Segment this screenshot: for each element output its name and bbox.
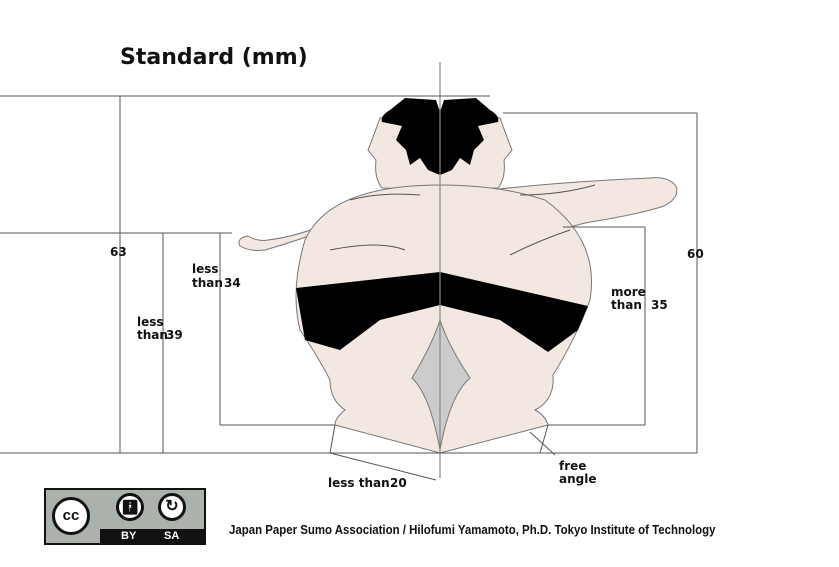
diagram-title: Standard (mm) — [120, 45, 308, 70]
body-height-left-line1: less — [137, 315, 164, 329]
cc-icon: cc — [52, 497, 90, 535]
arm-height-line2: than — [192, 276, 223, 290]
license-sa: SA — [164, 530, 180, 542]
belly-height-line2: than — [611, 298, 642, 312]
foot-width-label: less than — [328, 476, 390, 490]
foot-width-value: 20 — [390, 476, 407, 490]
body-height-left-line2: than — [137, 328, 168, 342]
belt — [296, 272, 588, 352]
left-arm — [238, 221, 331, 251]
total-height-left-value: 63 — [110, 245, 127, 259]
belly-height-value: 35 — [651, 298, 668, 312]
arm-height-value: 34 — [224, 276, 241, 290]
cc-text: cc — [62, 507, 80, 524]
free-angle-line2: angle — [559, 472, 596, 486]
sumo-figure — [238, 98, 678, 454]
license-bar: BY SA — [100, 529, 204, 543]
share-alike-icon: ↻ — [158, 493, 186, 521]
free-angle-line1: free — [559, 459, 586, 473]
arm-height-line1: less — [192, 262, 219, 276]
total-height-right-value: 60 — [687, 247, 704, 261]
credit-text: Japan Paper Sumo Association / Hilofumi … — [229, 522, 716, 537]
license-by: BY — [121, 530, 137, 542]
dimension-lines — [0, 95, 698, 481]
attribution-person-icon: 🚹︎ — [116, 493, 144, 521]
body-height-left-value: 39 — [166, 328, 183, 342]
cc-by-sa-license-badge[interactable]: cc 🚹︎ ↻ BY SA — [44, 488, 206, 545]
belly-height-line1: more — [611, 285, 646, 299]
